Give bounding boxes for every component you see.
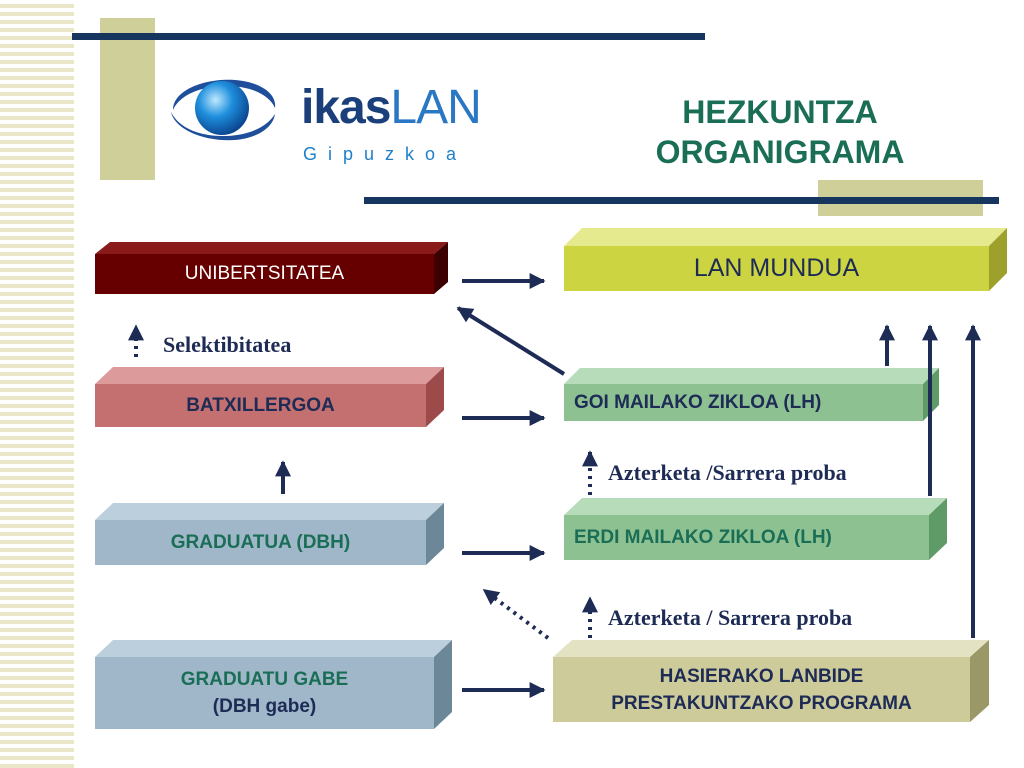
lan-mundua-top-face: [564, 228, 1007, 246]
ikaslan-logo: ikasLAN G i p u z k o a: [165, 68, 485, 168]
box-goi-mailako: GOI MAILAKO ZIKLOA (LH): [564, 384, 923, 421]
box-graduatua: GRADUATUA (DBH): [95, 520, 426, 565]
box-hasierako-line2: PRESTAKUNTZAKO PROGRAMA: [611, 692, 912, 714]
box-batxillergoa-label: BATXILLERGOA: [186, 394, 335, 416]
batxillergoa-side-face: [426, 367, 444, 427]
tan-accent-bar-top: [100, 18, 155, 180]
navy-rule-bottom: [364, 197, 999, 204]
unibertsitatea-side-face: [434, 242, 448, 294]
box-graduatua-label: GRADUATUA (DBH): [170, 531, 351, 553]
label-azterketa-1: Azterketa /Sarrera proba: [608, 460, 847, 485]
striped-margin: [0, 0, 74, 768]
box-hasierako-line1: HASIERAKO LANBIDE: [659, 665, 864, 687]
graduatua-top-face: [95, 503, 444, 520]
box-lan-mundua-label: LAN MUNDUA: [693, 254, 860, 282]
page-title-line1: HEZKUNTZA: [682, 94, 878, 130]
graduatu-gabe-top-face: [95, 640, 452, 657]
label-selektibitatea: Selektibitatea: [163, 332, 292, 357]
page-title-line2: ORGANIGRAMA: [655, 134, 905, 170]
unibertsitatea-top-face: [95, 242, 448, 254]
label-azterketa-2: Azterketa / Sarrera proba: [608, 605, 853, 630]
box-goi-mailako-label: GOI MAILAKO ZIKLOA (LH): [574, 391, 822, 413]
box-unibertsitatea-label: UNIBERTSITATEA: [184, 263, 345, 284]
logo-text-light: LAN: [390, 81, 481, 134]
lan-mundua-side-face: [989, 228, 1007, 291]
box-erdi-mailako: ERDI MAILAKO ZIKLOA (LH): [564, 515, 929, 560]
erdi-mailako-side-face: [929, 498, 947, 560]
box-lan-mundua: LAN MUNDUA: [564, 246, 989, 291]
goi-mailako-top-face: [564, 368, 939, 384]
navy-rule-top: [72, 33, 705, 40]
batxillergoa-top-face: [95, 367, 444, 384]
graduatu-gabe-side-face: [434, 640, 452, 729]
box-graduatu-gabe-line2: (DBH gabe): [212, 696, 317, 717]
box-erdi-mailako-label: ERDI MAILAKO ZIKLOA (LH): [574, 526, 832, 548]
box-graduatu-gabe: GRADUATU GABE (DBH gabe): [95, 657, 434, 729]
logo-text-bold: ikas: [301, 81, 391, 134]
graduatua-side-face: [426, 503, 444, 565]
arrow-goi-mailako-to-unibertsitatea: [456, 306, 566, 376]
box-hasierako: HASIERAKO LANBIDE PRESTAKUNTZAKO PROGRAM…: [553, 657, 970, 722]
hasierako-side-face: [970, 640, 989, 722]
globe-icon: [171, 79, 276, 141]
box-graduatu-gabe-line1: GRADUATU GABE: [180, 669, 349, 690]
logo-subtitle: G i p u z k o a: [303, 144, 460, 164]
box-batxillergoa: BATXILLERGOA: [95, 384, 426, 427]
hasierako-top-face: [553, 640, 989, 657]
erdi-mailako-top-face: [564, 498, 947, 515]
arrow-hasierako-to-graduatua-dotted: [482, 588, 550, 640]
box-unibertsitatea: UNIBERTSITATEA: [95, 254, 434, 294]
